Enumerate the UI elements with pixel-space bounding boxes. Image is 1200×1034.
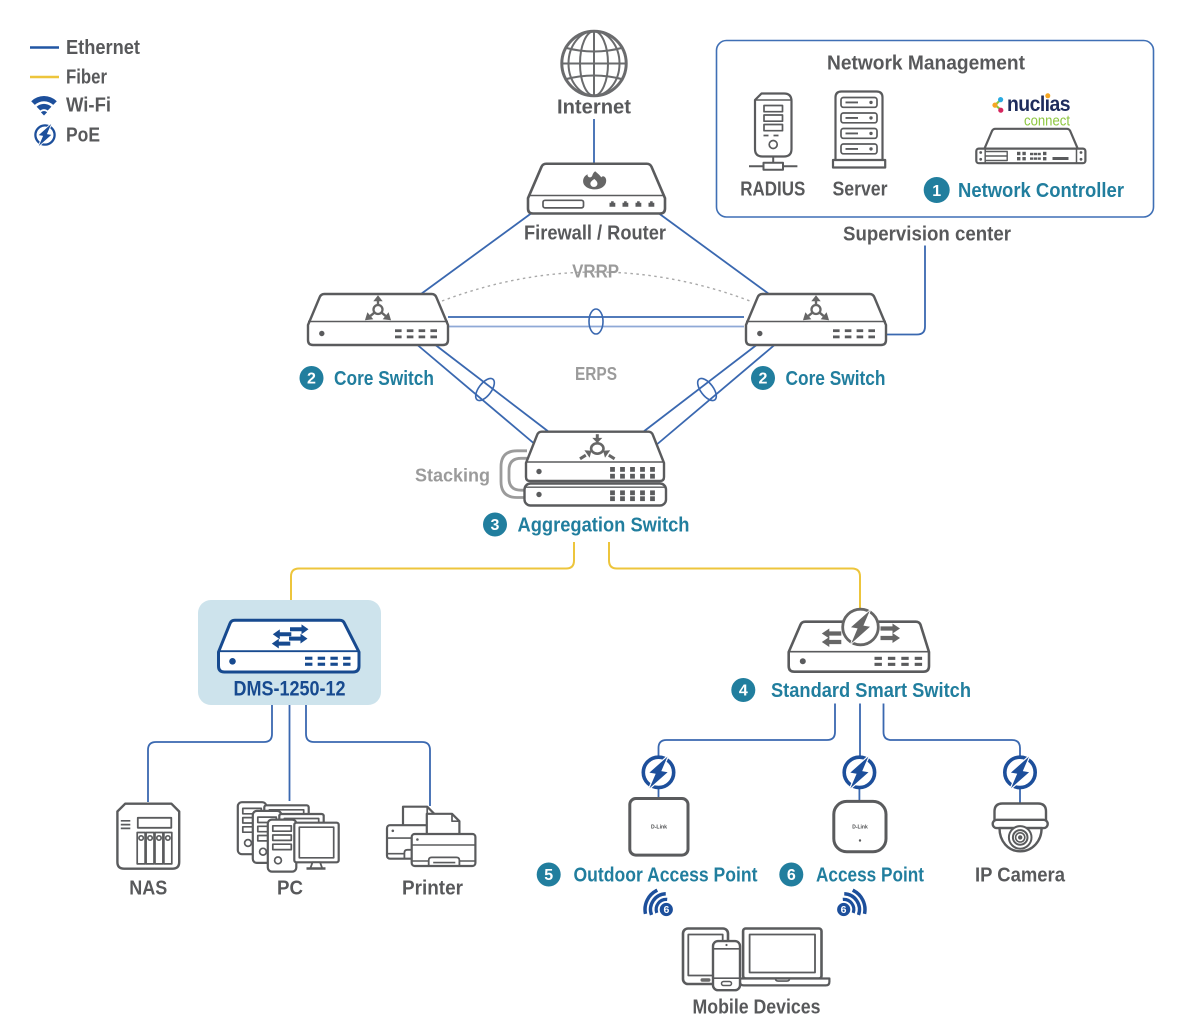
svg-text:6: 6 bbox=[663, 904, 669, 916]
svg-text:ERPS: ERPS bbox=[575, 364, 617, 384]
svg-text:4: 4 bbox=[739, 683, 748, 700]
svg-text:Supervision center: Supervision center bbox=[843, 224, 1011, 246]
svg-text:VRRP: VRRP bbox=[572, 262, 619, 282]
svg-text:2: 2 bbox=[759, 371, 768, 388]
svg-text:Fiber: Fiber bbox=[66, 67, 107, 89]
svg-text:connect: connect bbox=[1024, 113, 1071, 130]
svg-text:Ethernet: Ethernet bbox=[66, 37, 140, 59]
svg-text:Stacking: Stacking bbox=[415, 466, 490, 486]
svg-text:Firewall / Router: Firewall / Router bbox=[524, 223, 666, 245]
svg-text:NAS: NAS bbox=[129, 878, 167, 900]
svg-text:PC: PC bbox=[277, 878, 303, 900]
svg-text:Mobile Devices: Mobile Devices bbox=[693, 997, 821, 1019]
svg-text:D-Link: D-Link bbox=[651, 825, 667, 831]
svg-text:6: 6 bbox=[787, 867, 796, 884]
svg-text:Wi-Fi: Wi-Fi bbox=[66, 95, 111, 117]
svg-text:Network Management: Network Management bbox=[827, 53, 1025, 75]
svg-text:nuclıas: nuclıas bbox=[1007, 93, 1070, 116]
svg-text:Printer: Printer bbox=[402, 878, 463, 900]
svg-text:Standard Smart Switch: Standard Smart Switch bbox=[771, 680, 971, 702]
svg-text:Core Switch: Core Switch bbox=[786, 368, 886, 390]
svg-text:5: 5 bbox=[544, 867, 553, 884]
svg-text:PoE: PoE bbox=[66, 125, 100, 147]
svg-text:6: 6 bbox=[841, 904, 847, 916]
svg-text:Outdoor Access Point: Outdoor Access Point bbox=[574, 865, 758, 887]
svg-text:Server: Server bbox=[833, 179, 888, 201]
svg-text:2: 2 bbox=[307, 371, 316, 388]
svg-text:IP Camera: IP Camera bbox=[975, 865, 1066, 887]
svg-text:Core Switch: Core Switch bbox=[334, 368, 434, 390]
svg-text:Network Controller: Network Controller bbox=[958, 180, 1124, 202]
svg-text:DMS-1250-12: DMS-1250-12 bbox=[234, 678, 346, 701]
svg-text:3: 3 bbox=[491, 517, 500, 534]
svg-text:1: 1 bbox=[932, 183, 941, 200]
svg-text:D-Link: D-Link bbox=[852, 825, 868, 831]
svg-text:RADIUS: RADIUS bbox=[740, 179, 805, 201]
svg-text:Aggregation Switch: Aggregation Switch bbox=[518, 515, 690, 537]
svg-text:Internet: Internet bbox=[557, 97, 631, 119]
svg-text:Access Point: Access Point bbox=[816, 865, 924, 887]
